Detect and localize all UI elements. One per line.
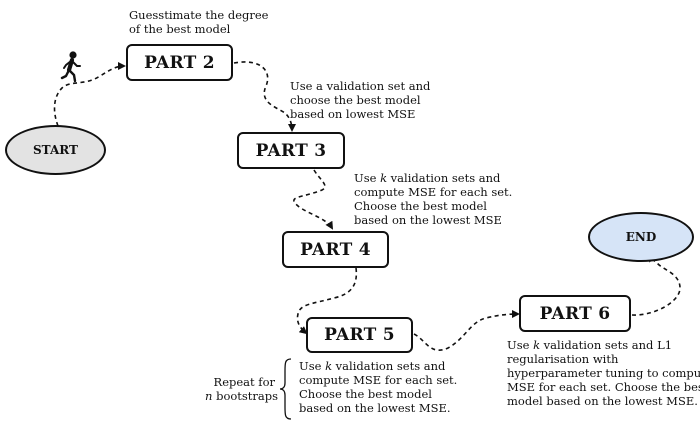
part6-note-line: MSE for each set. Choose the best — [507, 380, 700, 394]
part2-label: PART 2 — [144, 52, 215, 73]
walking-person-icon — [60, 51, 81, 83]
part4-label: PART 4 — [300, 239, 371, 260]
connector-part3-to-part4 — [293, 169, 334, 230]
part4-note-line: compute MSE for each set. — [354, 185, 513, 199]
part2-note-line: Guesstimate the degree — [129, 8, 269, 22]
part2-note: Guesstimate the degree of the best model — [129, 8, 268, 36]
part6-note-line: regularisation with — [507, 352, 619, 366]
part6-note-line: hyperparameter tuning to compute — [507, 366, 700, 380]
part5-note-line: Use k validation sets and — [299, 359, 446, 373]
part5-note-line: Choose the best model — [299, 387, 432, 401]
part5-note-line: compute MSE for each set. — [299, 373, 458, 387]
part3-note-line: choose the best model — [290, 93, 421, 107]
connector-part2-to-part3 — [233, 61, 296, 132]
connector-part6-to-end — [631, 254, 681, 316]
part6-note-line: model based on the lowest MSE. — [507, 394, 698, 408]
part2-note-line: of the best model — [129, 22, 231, 36]
part3-note-line: based on lowest MSE — [290, 107, 416, 121]
part6-label: PART 6 — [539, 303, 611, 324]
part4-note: Use k validation sets and compute MSE fo… — [354, 171, 512, 227]
part6-note: Use k validation sets and L1 regularisat… — [507, 338, 700, 408]
part5-label: PART 5 — [324, 325, 395, 345]
start-label: START — [33, 143, 78, 157]
repeat-note-line: n bootstraps — [205, 389, 279, 403]
part4-box: PART 4 — [282, 231, 389, 268]
end-label: END — [625, 230, 657, 244]
part6-note-line: Use k validation sets and L1 — [507, 338, 673, 352]
repeat-brace — [279, 358, 292, 420]
part4-note-line: based on the lowest MSE — [354, 213, 502, 227]
repeat-note: Repeat for n bootstraps — [205, 375, 279, 403]
part6-box: PART 6 — [519, 295, 631, 332]
part5-note-line: based on the lowest MSE. — [299, 401, 451, 415]
part4-note-line: Use k validation sets and — [354, 171, 501, 185]
end-node: END — [588, 212, 694, 262]
start-node: START — [5, 125, 106, 175]
connector-part4-to-part5 — [296, 267, 358, 335]
part4-note-line: Choose the best model — [354, 199, 487, 213]
part2-box: PART 2 — [126, 44, 233, 81]
repeat-note-line: Repeat for — [213, 375, 275, 389]
part3-label: PART 3 — [255, 140, 327, 161]
part3-note-line: Use a validation set and — [290, 79, 431, 93]
part5-note: Use k validation sets and compute MSE fo… — [299, 359, 457, 415]
part3-box: PART 3 — [237, 132, 345, 169]
connector-start-to-part2 — [53, 62, 126, 127]
part3-note: Use a validation set and choose the best… — [290, 79, 430, 121]
connector-part5-to-part6 — [413, 310, 520, 351]
part5-box: PART 5 — [306, 317, 413, 353]
